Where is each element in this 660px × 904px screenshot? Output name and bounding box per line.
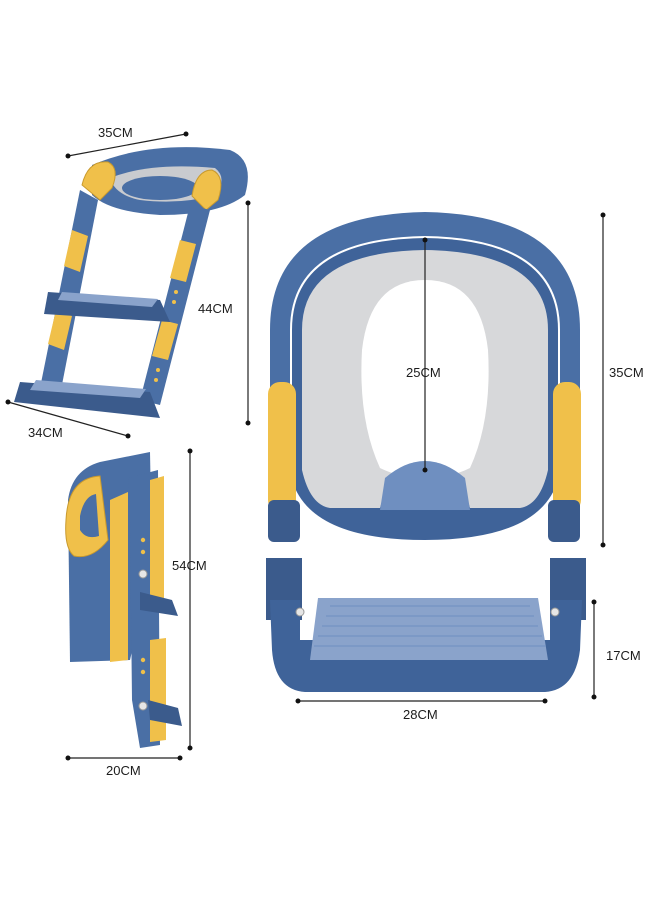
step-bolt-left: [295, 607, 305, 617]
side-upper-step: [140, 592, 178, 616]
dim-seat-outer-length: 35CM: [600, 212, 644, 548]
seat-front-view: [268, 212, 581, 542]
ladder-upper-step-tread: [58, 292, 158, 307]
side-lower-step: [148, 700, 182, 726]
side-rail-yellow: [150, 476, 164, 602]
dim-step-height: 17CM: [591, 599, 641, 700]
label-seat-inner-length: 25CM: [406, 365, 441, 380]
ladder-right-handle: [191, 169, 222, 211]
ladder-lower-step-tread: [30, 380, 146, 398]
label-ladder-bottom-width: 34CM: [28, 425, 63, 440]
seat-left-foot: [268, 500, 300, 542]
seat-left-handle: [268, 382, 296, 512]
label-ladder-top-width: 35CM: [98, 125, 133, 140]
dim-ladder-top-width: 35CM: [65, 125, 189, 159]
dim-side-height: 54CM: [172, 448, 207, 751]
ladder-left-yellow: [64, 230, 88, 272]
ladder-right-yellow-lower: [152, 320, 178, 360]
seat-splash-guard: [380, 461, 470, 510]
label-side-height: 54CM: [172, 558, 207, 573]
ladder-left-handle: [81, 161, 116, 201]
label-ladder-height: 44CM: [198, 301, 233, 316]
side-screw-lower: [138, 701, 148, 711]
side-yellow-panel: [110, 492, 128, 662]
seat-right-foot: [548, 500, 580, 542]
step-tread: [310, 598, 548, 660]
ladder-perspective-view: [14, 147, 248, 418]
label-step-height: 17CM: [606, 648, 641, 663]
side-screw-upper: [138, 569, 148, 579]
ladder-right-yellow: [170, 240, 196, 282]
label-step-width: 28CM: [403, 707, 438, 722]
dim-side-depth: 20CM: [65, 755, 183, 778]
label-side-depth: 20CM: [106, 763, 141, 778]
dim-ladder-bottom-width: 34CM: [5, 399, 131, 440]
step-bolt-right: [550, 607, 560, 617]
side-rail-yellow-lower: [150, 638, 166, 742]
side-handle-hole: [80, 494, 99, 538]
ladder-seat-hole: [122, 176, 198, 200]
seat-right-handle: [553, 382, 581, 512]
dim-ladder-height: 44CM: [198, 200, 251, 426]
dim-seat-inner-length: 25CM: [406, 237, 441, 473]
step-front-view: [266, 558, 586, 692]
label-seat-outer-length: 35CM: [609, 365, 644, 380]
ladder-left-yellow-lower: [48, 310, 72, 350]
ladder-side-view: [65, 452, 182, 748]
dim-step-width: 28CM: [295, 698, 548, 722]
